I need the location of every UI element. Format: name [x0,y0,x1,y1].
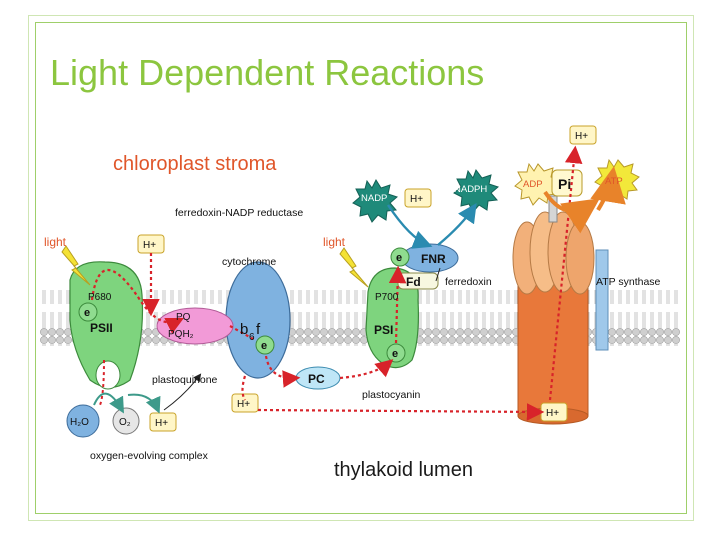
hplus-lumen-mid: H+ [237,399,250,410]
water-circle [66,404,100,438]
reaction-arrows [90,145,626,421]
light-label-left: light [44,235,67,249]
atp-synthase-label: ATP synthase [596,276,661,288]
slide-frame-outer [28,15,694,521]
b6f-f-label: f [256,321,261,338]
h2o-label: H₂O [70,417,89,428]
oxygen-circle [112,407,140,435]
plastoquinone-label: plastoquinone [152,374,218,386]
hplus-top-right: H+ [575,131,588,142]
plastocyanin-label: plastocyanin [362,389,421,401]
atp-label: ATP [605,176,623,187]
fnr-enzyme-label: ferredoxin-NADP reductase [175,207,303,219]
photosystem-ii [69,261,144,390]
stroma-label: chloroplast stroma [113,153,277,175]
plastoquinone-pool [156,307,234,345]
hplus-stroma-left: H+ [143,240,156,251]
electron-b6f-label: e [261,340,267,352]
hplus-lumen-right: H+ [546,408,559,419]
b6f-6-label: 6 [249,332,255,343]
hplus-lumen-o2: H+ [155,418,168,429]
adp-label: ADP [523,179,543,190]
light-bolt-left [61,245,91,286]
light-bolt-right [339,247,369,288]
atp-synthase [512,195,609,425]
psi-label: PSI [374,323,393,337]
electron-psii-label: e [84,307,90,319]
cytochrome-label: cytochrome [222,256,276,268]
slide-frame [35,22,687,514]
pq-label: PQ [176,312,191,323]
b6f-b-label: b [240,321,248,338]
pi-box [551,169,583,197]
pi-label: Pi [558,176,571,192]
oec-label: oxygen-evolving complex [90,450,209,462]
nadph-label: NADPH [454,184,487,195]
p680-label: P680 [88,292,112,303]
o2-label: O₂ [119,417,131,428]
electron-psi-label: e [392,348,398,360]
pqh2-label: PQH₂ [168,329,194,340]
electron-b6f [255,335,275,355]
fnr-label: FNR [421,252,446,266]
light-label-right: light [323,235,346,249]
pc-label: PC [308,372,325,386]
hplus-stroma-fnr: H+ [410,194,423,205]
nadp-label: NADP [361,193,387,204]
nadp-burst [352,178,398,223]
electron-psi [386,343,406,363]
fd-label: Fd [406,275,421,289]
cytochrome-b6f [225,261,291,379]
ferredoxin-label: ferredoxin [445,276,492,288]
p700-label: P700 [375,292,399,303]
psii-label: PSII [90,321,113,335]
electron-fnr-label: e [396,252,402,264]
lumen-label: thylakoid lumen [334,459,473,481]
electron-psii [78,302,98,322]
slide-title: Light Dependent Reactions [50,52,485,93]
proton-boxes [137,125,597,432]
